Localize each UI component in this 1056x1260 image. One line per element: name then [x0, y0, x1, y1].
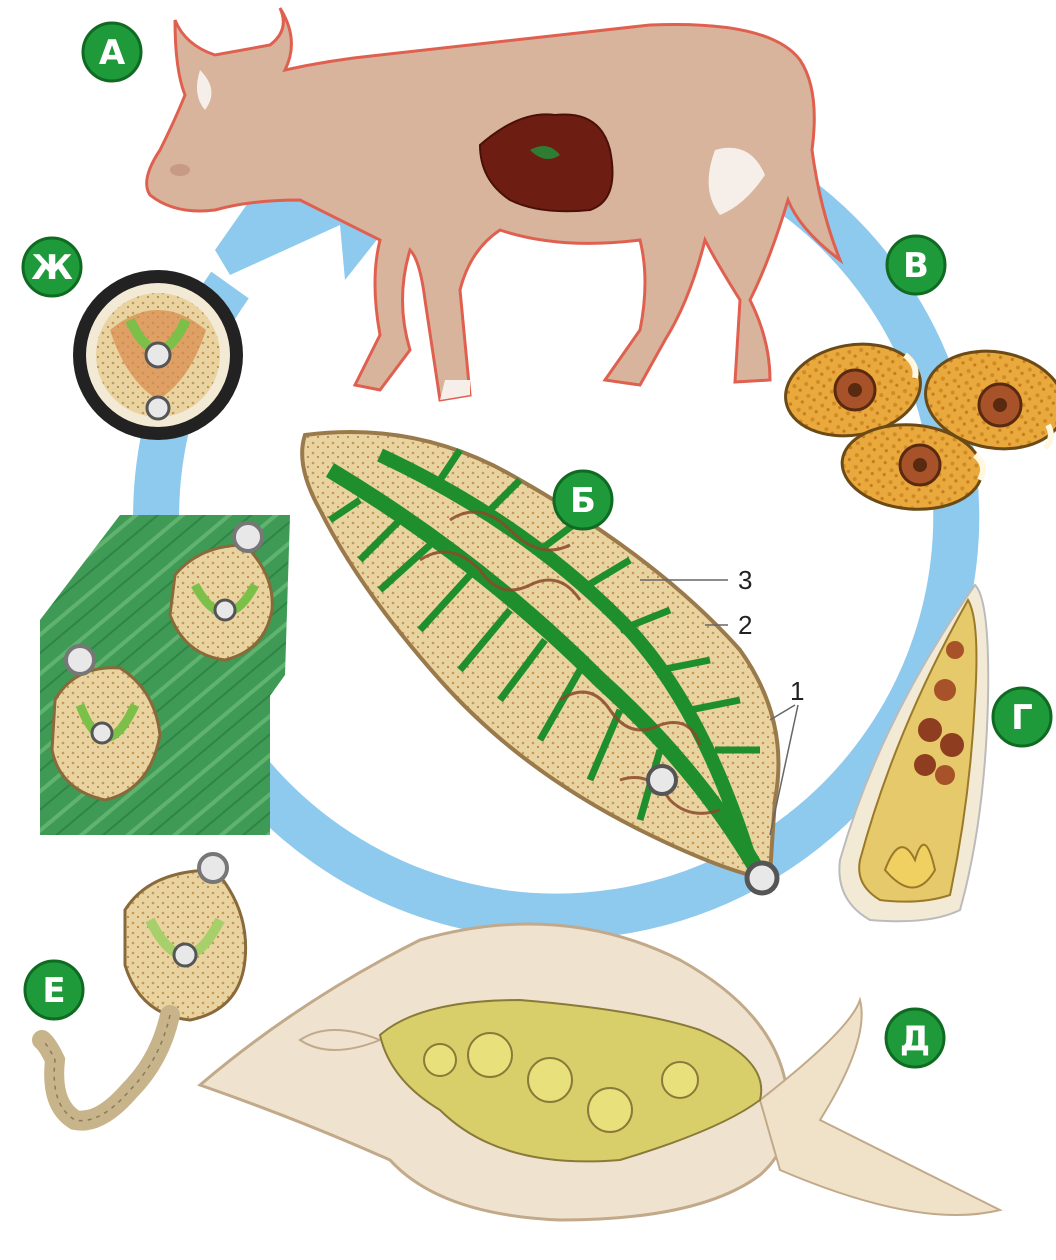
- snail-illustration: [200, 924, 1000, 1220]
- ventral-sucker: [648, 766, 676, 794]
- stage-badge-b: Б: [554, 471, 612, 529]
- stage-badge-zh: Ж: [23, 238, 81, 296]
- stage-label-d: Д: [900, 1019, 930, 1059]
- stage-label-e: Е: [42, 971, 65, 1011]
- stage-badge-v: В: [887, 236, 945, 294]
- cow-illustration: [147, 8, 840, 400]
- stage-label-g: Г: [1011, 698, 1033, 738]
- stage-badge-a: А: [83, 23, 141, 81]
- stage-label-zh: Ж: [31, 248, 73, 288]
- stage-label-b: Б: [570, 481, 596, 521]
- adult-fluke-illustration: [302, 432, 778, 893]
- callout-label-3: 3: [738, 565, 752, 595]
- stage-badge-d: Д: [886, 1009, 944, 1067]
- stage-label-v: В: [903, 246, 929, 286]
- stage-badge-e: Е: [25, 961, 83, 1019]
- callout-label-1: 1: [790, 676, 804, 706]
- stage-label-a: А: [99, 33, 126, 73]
- callout-label-2: 2: [738, 610, 752, 640]
- stage-badge-g: Г: [993, 688, 1051, 746]
- cyst-illustration: [73, 270, 243, 440]
- oral-sucker: [747, 863, 777, 893]
